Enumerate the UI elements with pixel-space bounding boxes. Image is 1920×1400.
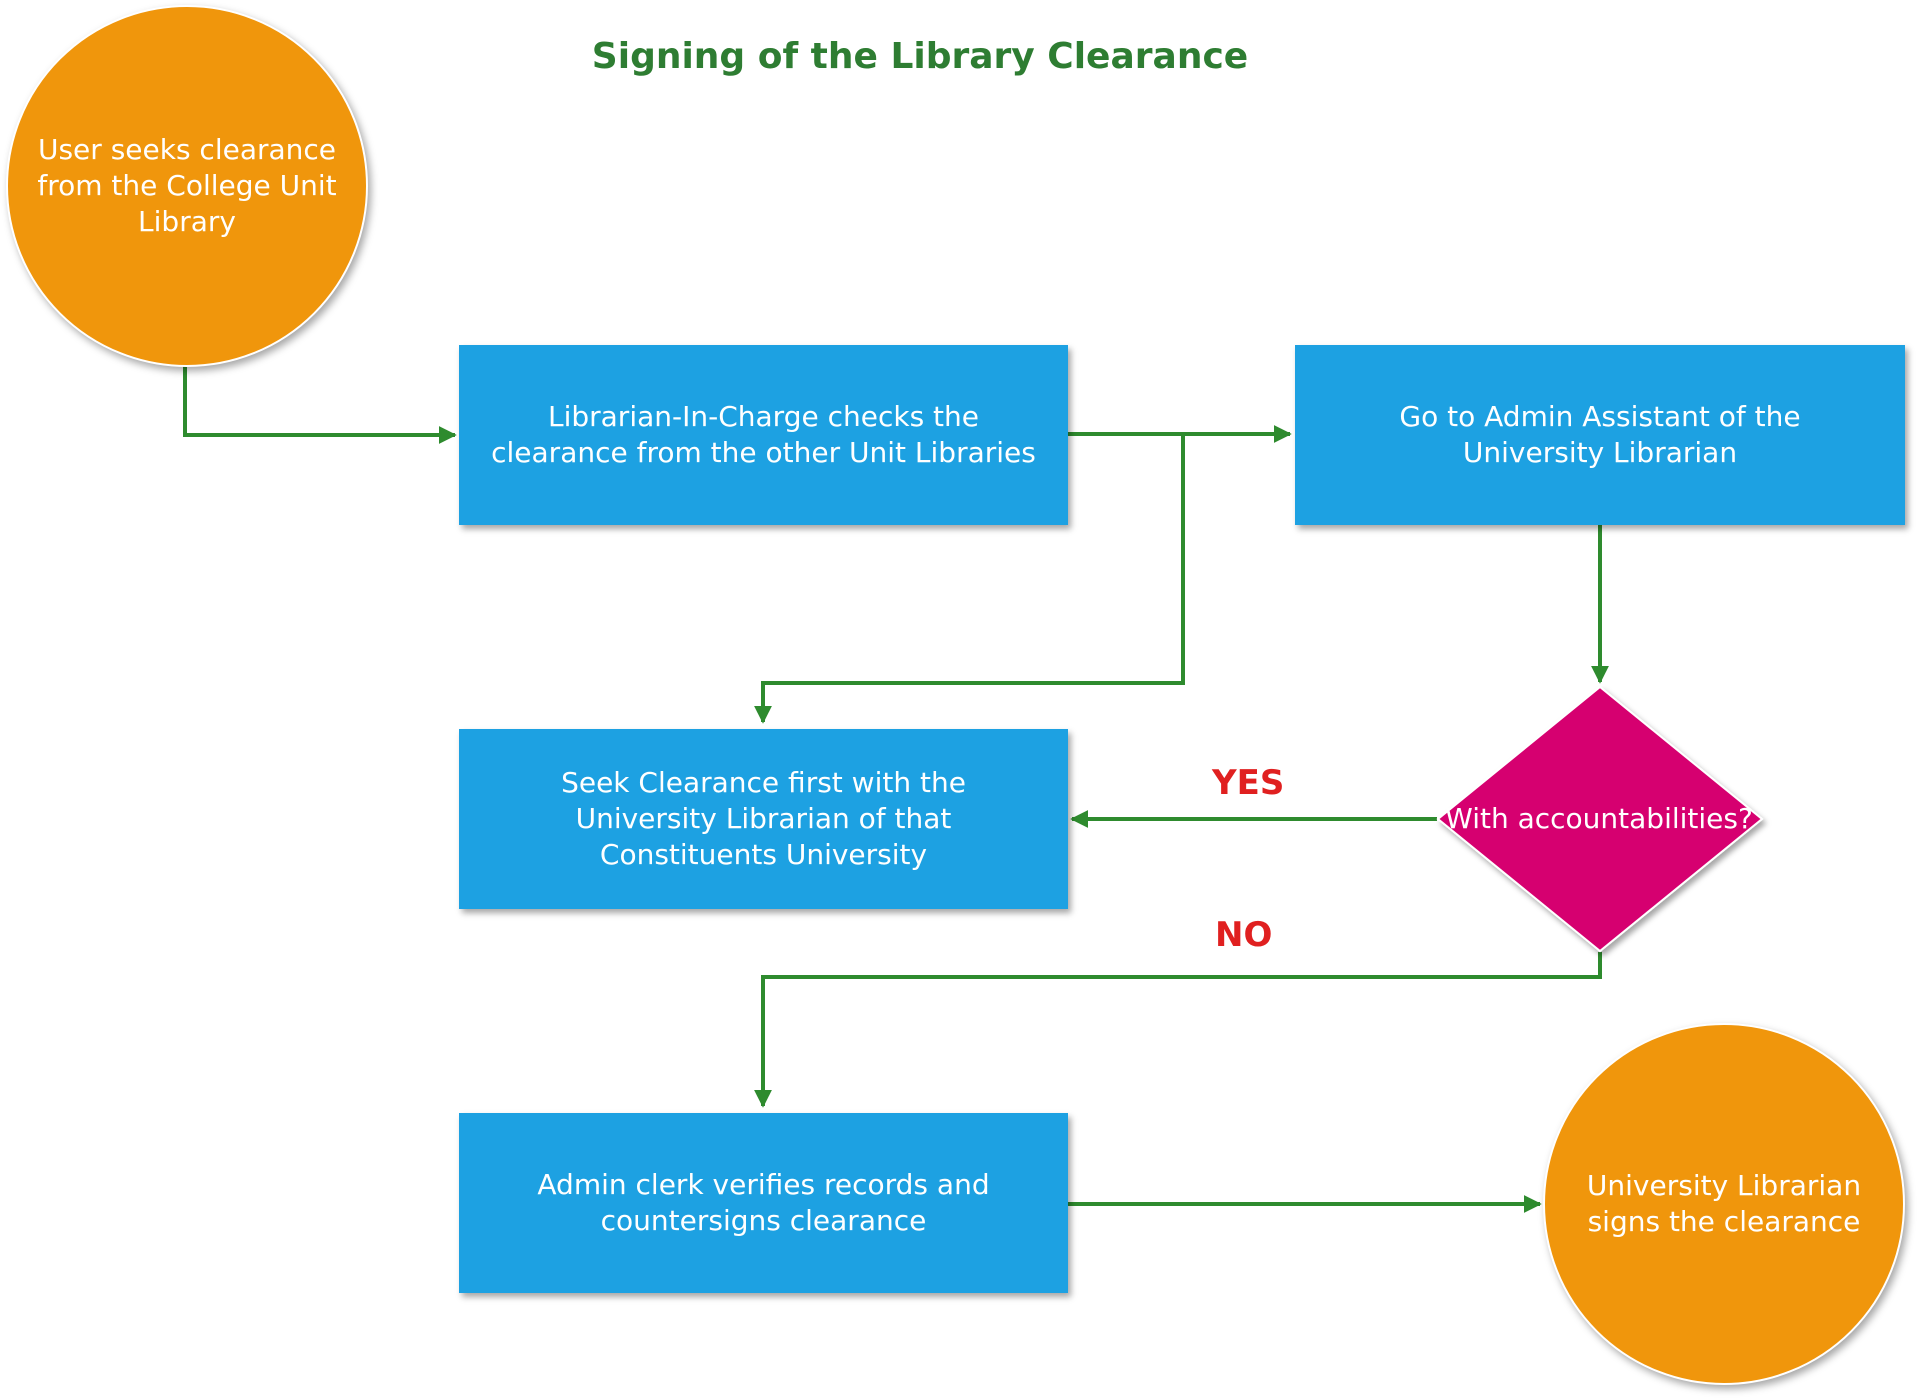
end-node-label: University Librarian signs the clearance xyxy=(1586,1169,1862,1238)
librarian-check-label: Librarian-In-Charge checks the clearance… xyxy=(491,400,1036,469)
decision-label: With accountabilities? xyxy=(1445,802,1753,835)
seek-clearance-label: Seek Clearance first with the University… xyxy=(561,766,966,871)
admin-assistant-node: Go to Admin Assistant of the University … xyxy=(1295,345,1905,525)
start-node-label: User seeks clearance from the College Un… xyxy=(37,133,337,238)
yes-label: YES xyxy=(1212,763,1285,803)
decision-diamond xyxy=(1436,685,1764,953)
admin-clerk-node: Admin clerk verifies records and counter… xyxy=(459,1113,1068,1293)
seek-clearance-node: Seek Clearance first with the University… xyxy=(459,729,1068,909)
diagram-title: Signing of the Library Clearance xyxy=(591,36,1249,77)
connector-check-to-seek-clearance xyxy=(754,434,1185,724)
connector-decision-no xyxy=(754,952,1602,1108)
connector-start-to-check xyxy=(183,365,457,444)
end-node: University Librarian signs the clearance xyxy=(1543,1023,1905,1385)
no-label: NO xyxy=(1215,915,1273,955)
admin-clerk-label: Admin clerk verifies records and counter… xyxy=(537,1168,990,1237)
start-node: User seeks clearance from the College Un… xyxy=(6,5,368,367)
admin-assistant-label: Go to Admin Assistant of the University … xyxy=(1399,400,1801,469)
librarian-check-node: Librarian-In-Charge checks the clearance… xyxy=(459,345,1068,525)
